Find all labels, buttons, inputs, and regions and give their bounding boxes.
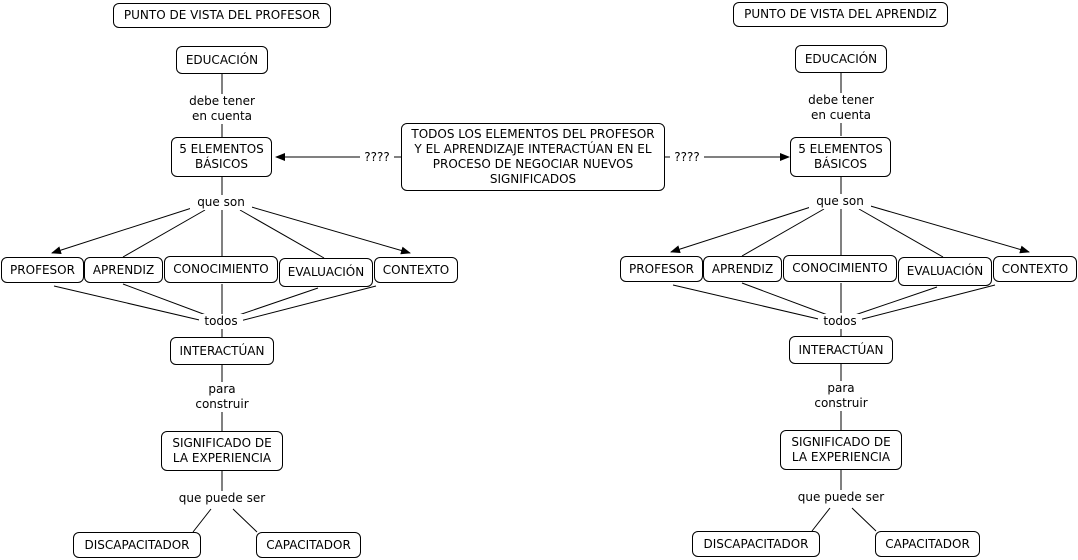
right-interactuan: INTERACTÚAN xyxy=(789,336,893,364)
right-line-profesor-todos xyxy=(672,284,828,322)
left-arrow-profesor xyxy=(51,205,199,255)
right-que-puede-ser: que puede ser xyxy=(791,490,891,505)
left-conocimiento: CONOCIMIENTO xyxy=(164,256,278,283)
left-para-construir: para construir xyxy=(183,382,261,412)
link-label-right: ???? xyxy=(670,150,704,165)
link-label-left: ???? xyxy=(360,150,394,165)
right-discapacitador: DISCAPACITADOR xyxy=(692,531,820,557)
left-arrow-contexto xyxy=(247,205,411,255)
left-line-aprendiz-todos xyxy=(122,283,215,319)
left-capacitador: CAPACITADOR xyxy=(256,532,361,558)
right-que-son: que son xyxy=(809,194,871,209)
right-line-contexto-todos xyxy=(854,284,996,322)
left-interactuan: INTERACTÚAN xyxy=(170,337,274,365)
right-arrow-profesor xyxy=(670,204,818,254)
left-line-evaluacion xyxy=(239,209,325,259)
right-contexto: CONTEXTO xyxy=(993,256,1077,282)
right-line-discapacitador xyxy=(811,507,831,532)
left-profesor: PROFESOR xyxy=(1,257,84,283)
right-para-construir: para construir xyxy=(802,381,880,411)
right-line-capacitador xyxy=(851,507,877,532)
right-aprendiz: APRENDIZ xyxy=(703,256,782,282)
left-line-discapacitador xyxy=(192,508,212,533)
left-educacion: EDUCACIÓN xyxy=(176,46,268,74)
right-line-aprendiz xyxy=(741,208,825,257)
left-line-contexto-todos xyxy=(235,285,377,323)
left-elementos: 5 ELEMENTOS BÁSICOS xyxy=(171,137,272,177)
left-que-son: que son xyxy=(190,195,252,210)
left-evaluacion: EVALUACIÓN xyxy=(279,258,373,287)
right-capacitador: CAPACITADOR xyxy=(875,531,980,557)
left-line-profesor-todos xyxy=(53,285,209,323)
right-todos: todos xyxy=(818,314,862,329)
left-que-puede-ser: que puede ser xyxy=(172,491,272,506)
left-discapacitador: DISCAPACITADOR xyxy=(73,532,201,558)
left-debe-tener: debe tener en cuenta xyxy=(178,94,266,124)
right-line-aprendiz-todos xyxy=(741,282,834,318)
left-contexto: CONTEXTO xyxy=(374,257,458,283)
right-title: PUNTO DE VISTA DEL APRENDIZ xyxy=(733,2,948,27)
left-line-evaluacion-todos xyxy=(229,287,319,319)
right-evaluacion: EVALUACIÓN xyxy=(898,257,992,286)
right-line-evaluacion-todos xyxy=(848,286,938,318)
right-profesor: PROFESOR xyxy=(620,256,703,282)
left-line-aprendiz xyxy=(122,209,206,258)
right-line-evaluacion xyxy=(858,208,944,258)
center-concept: TODOS LOS ELEMENTOS DEL PROFESOR Y EL AP… xyxy=(401,123,665,191)
right-educacion: EDUCACIÓN xyxy=(795,45,887,73)
left-significado: SIGNIFICADO DE LA EXPERIENCIA xyxy=(161,431,283,471)
left-line-capacitador xyxy=(232,508,258,533)
right-debe-tener: debe tener en cuenta xyxy=(797,93,885,123)
right-conocimiento: CONOCIMIENTO xyxy=(783,255,897,282)
left-title: PUNTO DE VISTA DEL PROFESOR xyxy=(113,3,331,28)
left-todos: todos xyxy=(199,314,243,329)
right-elementos: 5 ELEMENTOS BÁSICOS xyxy=(790,137,891,177)
right-arrow-contexto xyxy=(866,204,1030,254)
right-significado: SIGNIFICADO DE LA EXPERIENCIA xyxy=(780,430,902,470)
left-aprendiz: APRENDIZ xyxy=(84,257,163,283)
